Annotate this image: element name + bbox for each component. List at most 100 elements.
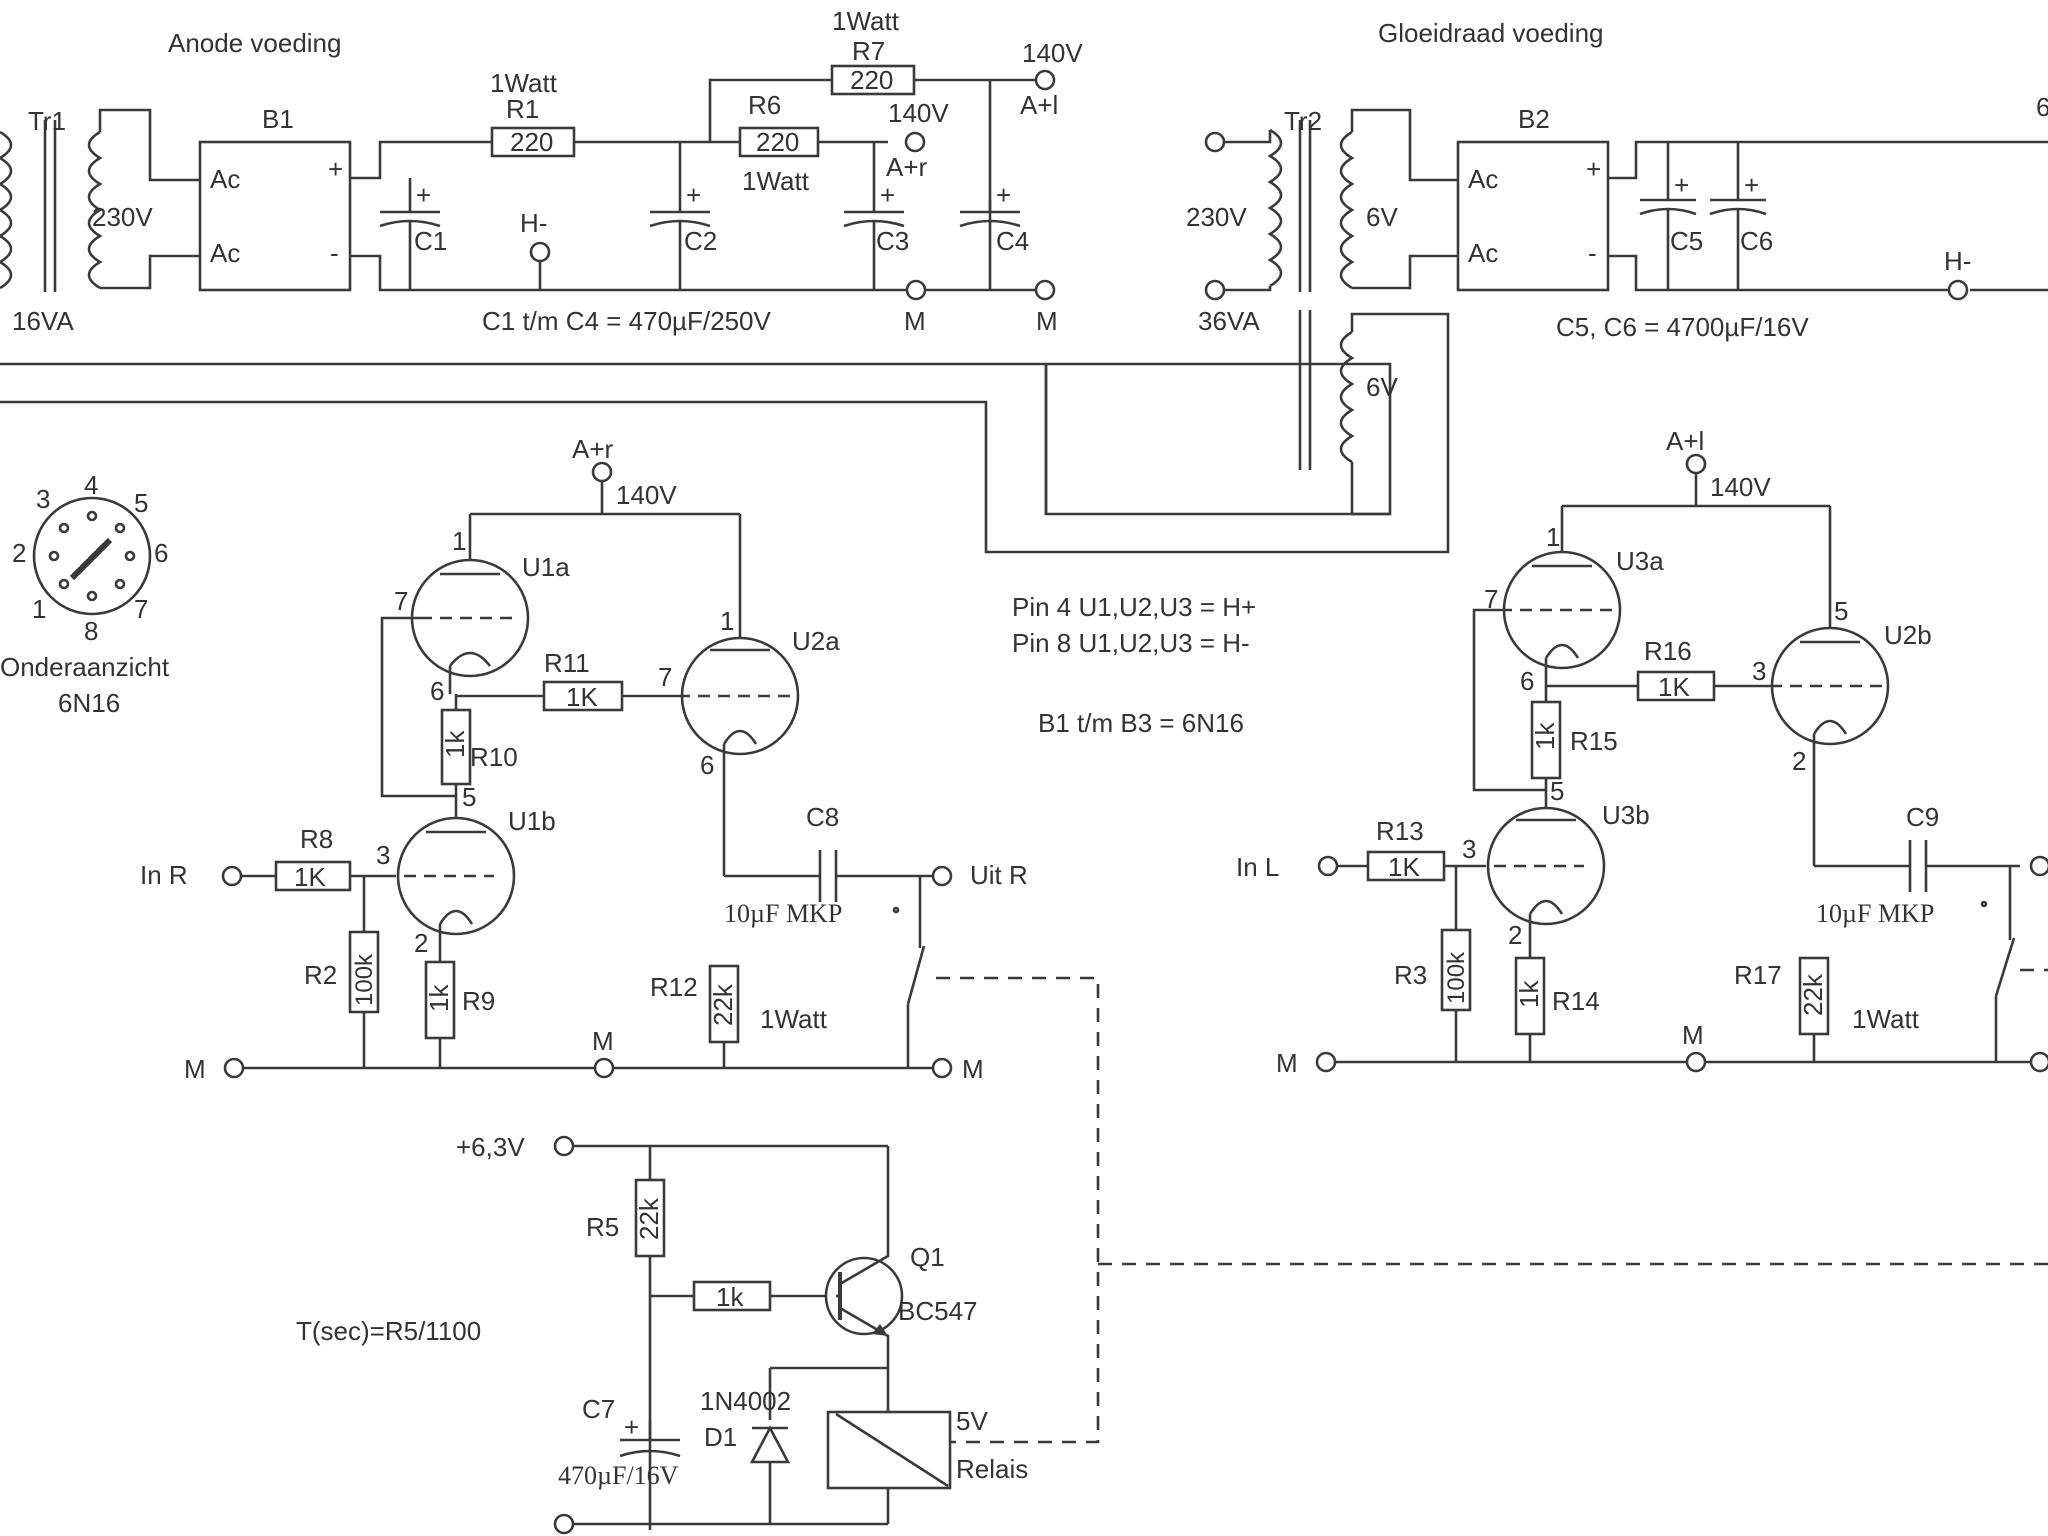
ground-r-mid-terminal [593,1057,615,1079]
ground-l-left-terminal [1315,1051,1337,1073]
r9-label: R9 [462,986,495,1016]
bridge-rectifier-b2 [1456,140,1610,292]
ground-l-mid-label: M [1682,1020,1704,1050]
resistor-r12 [708,964,740,1044]
r15-value: 1k [1530,722,1560,750]
r17-value: 22k [1798,973,1828,1016]
ground-r-mid-label: M [592,1026,614,1056]
c7-plus: + [624,1412,639,1442]
note-pin4: Pin 4 U1,U2,U3 = H+ [1012,592,1256,622]
socket-pin-6: 6 [154,538,168,568]
left-channel-amplifier: A+l 140V U3a 1 7 6 1K R16 1k R15 U3b [1236,426,2048,1078]
c3-plus: + [880,180,895,210]
ground-r-left-label: M [184,1054,206,1084]
c7-value: 470µF/16V [558,1461,679,1490]
u1b-pin-3: 3 [376,840,390,870]
r3-value: 100k [1443,951,1470,1004]
transformer-tr1 [0,108,200,292]
resistor-r7 [830,64,916,96]
tr1-secondary-voltage: 230V [92,202,153,232]
r17-rating: 1Watt [1852,1004,1920,1034]
c3-label: C3 [876,226,909,256]
anode-caps-note: C1 t/m C4 = 470µF/250V [482,306,772,336]
resistor-r8 [274,860,352,892]
b1-ac-top: Ac [210,164,240,194]
ground-r-left-terminal [223,1057,245,1079]
r5-value: 22k [634,1197,664,1240]
terminal-a-plus-r-amp [591,461,613,483]
input-r-label: In R [140,860,188,890]
u2a-pin-6: 6 [700,750,714,780]
u1a-pin-1: 1 [452,526,466,556]
filament-caps-note: C5, C6 = 4700µF/16V [1556,312,1809,342]
r8-label: R8 [300,824,333,854]
resistor-r9 [424,960,456,1040]
tr1-power-rating: 16VA [12,306,74,336]
r2-label: R2 [304,960,337,990]
r1-value: 220 [510,127,553,157]
r10-label: R10 [470,742,518,772]
r1-label: R1 [506,94,539,124]
c9-label: C9 [1906,802,1939,832]
c1-label: C1 [414,226,447,256]
c5-label: C5 [1670,226,1703,256]
r7-label: R7 [852,36,885,66]
tr2-secondary-2: 6V [1366,372,1398,402]
b1-label: B1 [262,104,294,134]
b1-plus: + [328,154,343,184]
u3a-label: U3a [1616,546,1664,576]
tr2-power-rating: 36VA [1198,306,1260,336]
filament-output-cut-label: 6 [2036,92,2048,122]
tr2-secondary-1: 6V [1366,202,1398,232]
c9-value: 10µF MKP [1816,899,1934,928]
c8-label: C8 [806,802,839,832]
m2-label: M [1036,306,1058,336]
terminal-h-minus-filament [1947,279,1969,301]
u3b-label: U3b [1602,800,1650,830]
a-plus-r-voltage: 140V [888,98,949,128]
r14-label: R14 [1552,986,1600,1016]
base-resistor-value: 1k [716,1282,744,1312]
r7-rating: 1Watt [832,6,900,36]
r6-value: 220 [756,127,799,157]
relay-label: Relais [956,1454,1028,1484]
capacitor-c3 [843,142,905,290]
r17-label: R17 [1734,960,1782,990]
u1a-pin-7: 7 [394,586,408,616]
resistor-r2 [348,930,380,1014]
u1b-label: U1b [508,806,556,836]
r7-value: 220 [850,65,893,95]
u3a-pin-1: 1 [1546,522,1560,552]
a-plus-l-label: A+l [1020,90,1058,120]
terminal-a-plus-l-amp [1685,453,1707,475]
q1-label: Q1 [910,1242,945,1272]
diode-d1 [749,1425,791,1464]
note-pin8: Pin 8 U1,U2,U3 = H- [1012,628,1250,658]
relay-voltage: 5V [956,1406,988,1436]
anode-supply-header: Anode voeding [168,28,341,58]
capacitor-c5 [1639,142,1697,290]
u1a-pin-6: 6 [430,676,444,706]
u3a-pin-6: 6 [1520,666,1534,696]
tr2-label: Tr2 [1284,106,1322,136]
r13-label: R13 [1376,816,1424,846]
note-timer-formula: T(sec)=R5/1100 [296,1316,481,1346]
right-channel-amplifier: A+r 140V U1a 1 7 6 1K R11 1k R10 U1b [140,434,1028,1084]
r9-value: 1k [424,984,454,1012]
r5-label: R5 [586,1212,619,1242]
r13-value: 1K [1388,852,1420,882]
u2a-label: U2a [792,626,840,656]
resistor-r11 [542,680,624,712]
timer-supply-terminal [553,1135,575,1157]
socket-pin-5: 5 [134,488,148,518]
c4-label: C4 [996,226,1029,256]
socket-pin-1: 1 [32,594,46,624]
c6-label: C6 [1740,226,1773,256]
a-plus-l-voltage: 140V [1022,38,1083,68]
c5-plus: + [1674,170,1689,200]
u2a-pin-7: 7 [658,662,672,692]
r11-value: 1K [566,682,598,712]
socket-pin-4: 4 [84,470,98,500]
q1-type: BC547 [898,1296,978,1326]
